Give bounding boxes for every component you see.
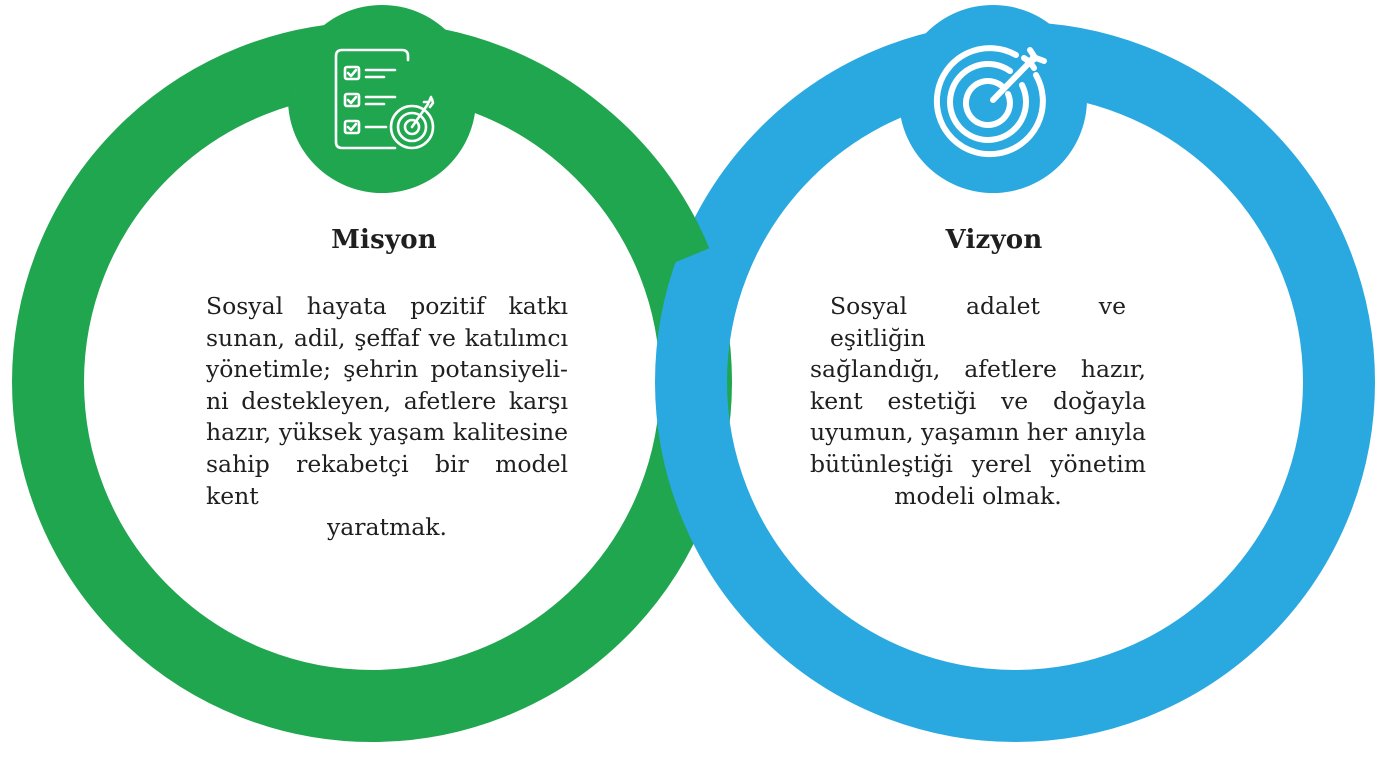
- vision-text: Sosyal adalet ve eşitliğin sağlandığı, a…: [810, 291, 1146, 512]
- vision-line: modeli olmak.: [894, 481, 1062, 510]
- vision-line: sağlandığı, afetlere hazır,: [810, 355, 1146, 384]
- mission-line: yaratmak.: [327, 513, 447, 542]
- target-arrow-icon: [933, 45, 1047, 158]
- mission-line: Sosyal hayata pozitif katkı: [206, 292, 568, 320]
- vision-line: uyumun, yaşamın her anıyla: [810, 418, 1147, 447]
- vision-line: bütünleştiği yerel yönetim: [810, 449, 1146, 478]
- vision-line: Sosyal adalet ve eşitliğin: [830, 292, 1126, 352]
- mission-line: ni destekleyen, afetlere karşı: [206, 386, 568, 415]
- mission-icon-badge: [288, 5, 476, 193]
- mission-line: hazır, yüksek yaşam kalitesine: [206, 418, 568, 447]
- vision-line: kent estetiği ve doğayla: [810, 386, 1146, 415]
- mission-panel: Misyon Sosyal hayata pozitif katkı sunan…: [200, 225, 568, 565]
- mission-line: yönetimle; şehrin potansiyeli-: [206, 355, 568, 384]
- mission-line: sahip rekabetçi bir model kent: [206, 449, 568, 510]
- mission-line: sunan, adil, şeffaf ve katılımcı: [206, 323, 568, 352]
- vision-panel: Vizyon Sosyal adalet ve eşitliğin sağlan…: [806, 225, 1146, 525]
- checklist-target-icon: [334, 48, 435, 150]
- vision-title: Vizyon: [945, 225, 1043, 255]
- mission-title: Misyon: [331, 225, 437, 255]
- mission-text: Sosyal hayata pozitif katkı sunan, adil,…: [200, 291, 568, 544]
- mission-ring-overlap: [554, 102, 710, 277]
